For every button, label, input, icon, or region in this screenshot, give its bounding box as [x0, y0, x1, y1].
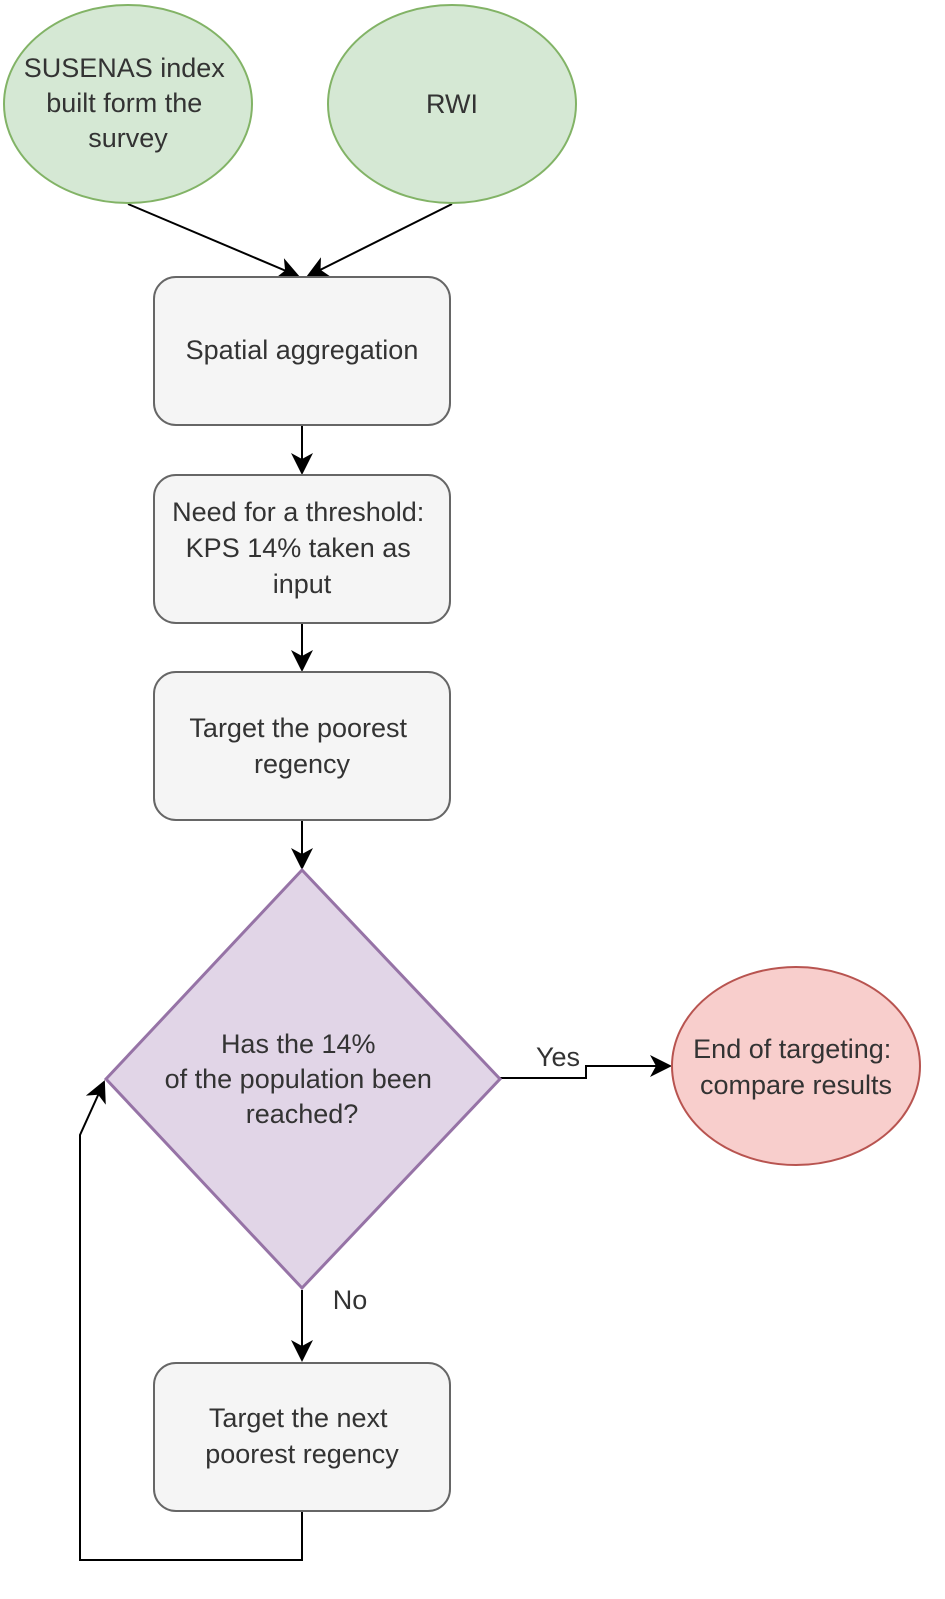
rwi-text: RWI — [426, 89, 478, 119]
target-poorest-regency-line: regency — [254, 749, 351, 779]
susenas-index-shape — [3, 4, 253, 204]
decision-line: Has the 14% — [221, 1029, 376, 1059]
node-threshold[interactable]: Need for a threshold: KPS 14% taken as i… — [153, 474, 451, 624]
spatial-aggregation-shape — [153, 276, 451, 426]
threshold-line: KPS 14% taken as — [186, 533, 411, 563]
node-decision-population-reached[interactable]: Has the 14% of the population been reach… — [103, 867, 503, 1291]
edges — [79, 203, 672, 1561]
no-label: No — [333, 1285, 368, 1315]
node-target-next-poorest-regency[interactable]: Target the next poorest regency — [153, 1362, 451, 1512]
threshold-text: Need for a threshold: KPS 14% taken as i… — [172, 497, 432, 599]
node-rwi[interactable]: RWI — [327, 4, 577, 204]
target-poorest-regency-shape — [153, 671, 451, 821]
edge-rwi-to-spatial — [306, 203, 453, 277]
target-next-poorest-regency-text: Target the next poorest regency — [205, 1403, 399, 1469]
node-end-of-targeting[interactable]: End of targeting: compare results — [671, 966, 921, 1166]
spatial-aggregation-text: Spatial aggregation — [186, 335, 419, 365]
edge-decision-yes-to-end — [500, 1055, 672, 1079]
susenas-index-text: SUSENAS index built form the survey — [24, 53, 233, 153]
target-next-poorest-regency-line: Target the next — [209, 1403, 388, 1433]
target-poorest-regency-text: Target the poorest regency — [189, 713, 414, 779]
decision-shape — [103, 867, 503, 1291]
threshold-line: input — [273, 569, 332, 599]
edge-susenas-to-spatial — [127, 203, 300, 279]
yes-label: Yes — [536, 1042, 580, 1072]
target-poorest-regency-line: Target the poorest — [189, 713, 407, 743]
yes-label-bg — [532, 1040, 584, 1074]
susenas-index-line: survey — [88, 123, 168, 153]
end-of-targeting-text: End of targeting: compare results — [693, 1034, 899, 1100]
threshold-shape — [153, 474, 451, 624]
node-spatial-aggregation[interactable]: Spatial aggregation — [153, 276, 451, 426]
target-next-poorest-regency-line: poorest regency — [205, 1439, 399, 1469]
end-of-targeting-line: compare results — [700, 1070, 892, 1100]
threshold-line: Need for a threshold: — [172, 497, 424, 527]
end-of-targeting-shape — [671, 966, 921, 1166]
decision-line: of the population been — [165, 1064, 432, 1094]
end-of-targeting-line: End of targeting: — [693, 1034, 891, 1064]
rwi-shape — [327, 4, 577, 204]
node-target-poorest-regency[interactable]: Target the poorest regency — [153, 671, 451, 821]
decision-line: reached? — [246, 1099, 359, 1129]
rwi-line: RWI — [426, 89, 478, 119]
decision-text: Has the 14% of the population been reach… — [165, 1029, 440, 1129]
spatial-aggregation-line: Spatial aggregation — [186, 335, 419, 365]
node-susenas-index[interactable]: SUSENAS index built form the survey — [3, 4, 253, 204]
edge-next-loop-back — [79, 1080, 303, 1561]
target-next-poorest-regency-shape — [153, 1362, 451, 1512]
susenas-index-line: SUSENAS index — [24, 53, 226, 83]
susenas-index-line: built form the — [46, 88, 202, 118]
